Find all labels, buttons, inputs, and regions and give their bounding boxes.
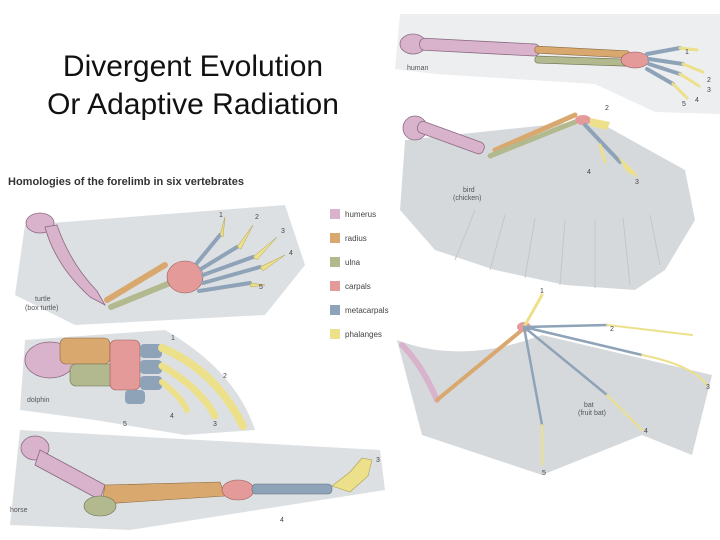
bat-forelimb-illustration: bat (fruit bat) 1 2 3 4 5 <box>397 288 712 477</box>
slide-title-line-1: Divergent Evolution <box>62 50 324 83</box>
digit-number: 4 <box>644 428 648 435</box>
dolphin-label: dolphin <box>27 397 50 404</box>
digit-number: 2 <box>605 105 609 112</box>
legend-label: phalanges <box>345 329 382 339</box>
legend-label: carpals <box>345 281 371 291</box>
digit-number: 5 <box>259 284 263 291</box>
legend-label: metacarpals <box>345 305 389 315</box>
digit-number: 5 <box>123 421 127 428</box>
bird-forelimb: bird (chicken) 2 4 3 <box>395 100 720 295</box>
legend-item-radius: radius <box>330 226 389 250</box>
digit-number: 5 <box>542 470 546 477</box>
legend-swatch <box>330 209 340 219</box>
digit-number: 3 <box>635 179 639 186</box>
digit-number: 4 <box>695 97 699 104</box>
bone-legend: humerus radius ulna carpals metacarpals … <box>330 202 389 346</box>
legend-item-ulna: ulna <box>330 250 389 274</box>
digit-number: 5 <box>682 101 686 108</box>
legend-swatch <box>330 305 340 315</box>
digit-number: 3 <box>707 87 711 94</box>
digit-number: 1 <box>219 212 223 219</box>
digit-number: 4 <box>280 517 284 524</box>
horse-label: horse <box>10 507 28 514</box>
digit-number: 2 <box>223 373 227 380</box>
digit-number: 4 <box>289 250 293 257</box>
human-label: human <box>407 65 429 72</box>
digit-number: 3 <box>376 457 380 464</box>
digit-number: 3 <box>706 384 710 391</box>
human-forelimb-illustration: human 1 2 3 4 5 <box>395 14 720 114</box>
digit-number: 4 <box>587 169 591 176</box>
digit-number: 2 <box>255 214 259 221</box>
turtle-forelimb-illustration: turtle (box turtle) 1 2 3 4 5 <box>15 205 305 325</box>
legend-swatch <box>330 329 340 339</box>
legend-swatch <box>330 281 340 291</box>
human-forelimb: human 1 2 3 4 5 <box>395 14 720 114</box>
dolphin-forelimb: dolphin 1 2 3 4 5 <box>15 330 265 435</box>
digit-number: 1 <box>540 288 544 295</box>
bat-forelimb: bat (fruit bat) 1 2 3 4 5 <box>392 285 720 505</box>
slide-title-line-2: Or Adaptive Radiation <box>47 88 339 121</box>
horse-forelimb: horse 3 4 <box>10 430 390 535</box>
digit-number: 1 <box>685 49 689 56</box>
bat-label-line-2: (fruit bat) <box>578 410 606 417</box>
turtle-label-line-2: (box turtle) <box>25 305 58 312</box>
bird-label-line-1: bird <box>463 187 475 194</box>
turtle-label-line-1: turtle <box>35 296 51 303</box>
dolphin-forelimb-illustration: dolphin 1 2 3 4 5 <box>20 330 255 435</box>
bat-label-line-1: bat <box>584 402 594 409</box>
digit-number: 3 <box>213 421 217 428</box>
legend-item-metacarpals: metacarpals <box>330 298 389 322</box>
digit-number: 1 <box>171 335 175 342</box>
legend-swatch <box>330 257 340 267</box>
legend-item-phalanges: phalanges <box>330 322 389 346</box>
legend-label: humerus <box>345 209 377 219</box>
legend-swatch <box>330 233 340 243</box>
turtle-forelimb: turtle (box turtle) 1 2 3 4 5 <box>15 205 305 330</box>
figure-title: Homologies of the forelimb in six verteb… <box>8 176 244 188</box>
slide-title: Divergent Evolution Or Adaptive Radiatio… <box>18 48 368 124</box>
digit-number: 4 <box>170 413 174 420</box>
horse-forelimb-illustration: horse 3 4 <box>10 430 385 530</box>
legend-item-carpals: carpals <box>330 274 389 298</box>
legend-item-humerus: humerus <box>330 202 389 226</box>
bird-forelimb-illustration: bird (chicken) 2 4 3 <box>400 105 695 290</box>
legend-label: radius <box>345 233 367 243</box>
digit-number: 2 <box>707 77 711 84</box>
digit-number: 3 <box>281 228 285 235</box>
bird-label-line-2: (chicken) <box>453 195 481 202</box>
legend-label: ulna <box>345 257 361 267</box>
digit-number: 2 <box>610 326 614 333</box>
